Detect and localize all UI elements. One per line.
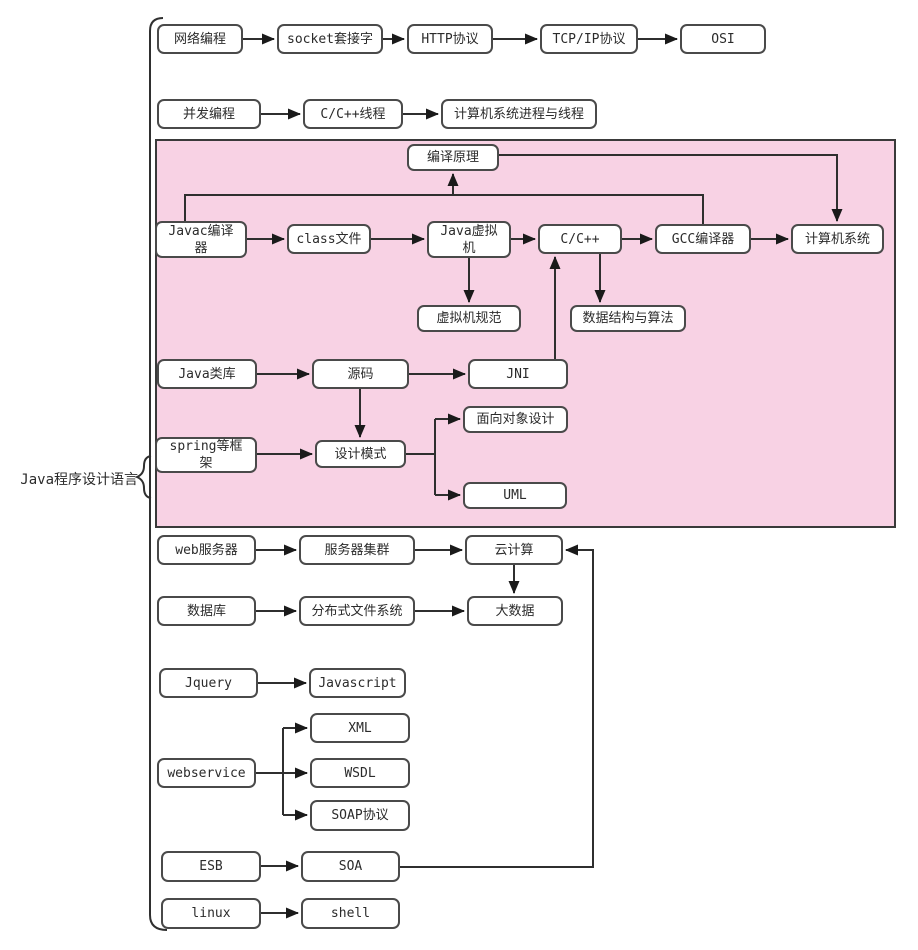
node-server-cluster[interactable]: 服务器集群 [299,535,415,565]
node-computer-system[interactable]: 计算机系统 [791,224,884,254]
node-dfs[interactable]: 分布式文件系统 [299,596,415,626]
node-jni[interactable]: JNI [468,359,568,389]
node-soap[interactable]: SOAP协议 [310,800,410,831]
node-esb[interactable]: ESB [161,851,261,882]
node-linux[interactable]: linux [161,898,261,929]
node-database[interactable]: 数据库 [157,596,256,626]
node-uml[interactable]: UML [463,482,567,509]
node-os-process-thread[interactable]: 计算机系统进程与线程 [441,99,597,129]
node-javac[interactable]: Javac编译 器 [155,221,247,258]
node-wsdl[interactable]: WSDL [310,758,410,788]
node-xml[interactable]: XML [310,713,410,743]
node-ood[interactable]: 面向对象设计 [463,406,568,433]
node-source-code[interactable]: 源码 [312,359,409,389]
node-cpp-thread[interactable]: C/C++线程 [303,99,403,129]
node-http[interactable]: HTTP协议 [407,24,493,54]
node-gcc[interactable]: GCC编译器 [655,224,751,254]
root-label: Java程序设计语言 [20,472,138,488]
highlighted-region [155,139,896,528]
node-class-file[interactable]: class文件 [287,224,371,254]
node-compile-principle[interactable]: 编译原理 [407,144,499,171]
node-bigdata[interactable]: 大数据 [467,596,563,626]
node-cloud[interactable]: 云计算 [465,535,563,565]
node-web-server[interactable]: web服务器 [157,535,256,565]
node-concurrency[interactable]: 并发编程 [157,99,261,129]
root-brace [134,455,152,499]
node-dsa[interactable]: 数据结构与算法 [570,305,686,332]
spine-line [149,17,168,931]
node-shell[interactable]: shell [301,898,400,929]
node-osi[interactable]: OSI [680,24,766,54]
node-javascript[interactable]: Javascript [309,668,406,698]
node-soa[interactable]: SOA [301,851,400,882]
node-java-lib[interactable]: Java类库 [157,359,257,389]
node-jquery[interactable]: Jquery [159,668,258,698]
node-cpp[interactable]: C/C++ [538,224,622,254]
node-socket[interactable]: socket套接字 [277,24,383,54]
node-tcpip[interactable]: TCP/IP协议 [540,24,638,54]
node-network-programming[interactable]: 网络编程 [157,24,243,54]
node-spring[interactable]: spring等框 架 [155,437,257,473]
node-webservice[interactable]: webservice [157,758,256,788]
node-design-pattern[interactable]: 设计模式 [315,440,406,468]
node-vm-spec[interactable]: 虚拟机规范 [417,305,521,332]
node-jvm[interactable]: Java虚拟 机 [427,221,511,258]
